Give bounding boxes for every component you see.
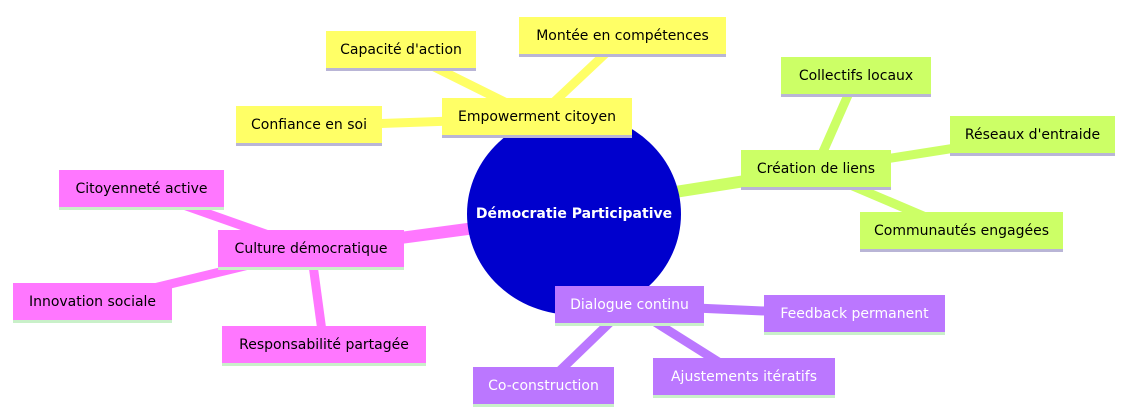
branch-node-culture: Culture démocratique bbox=[218, 230, 404, 270]
leaf-node-label: Innovation sociale bbox=[28, 293, 157, 310]
leaf-node-label: Feedback permanent bbox=[780, 305, 929, 322]
leaf-node-capacite: Capacité d'action bbox=[326, 31, 476, 71]
leaf-node-coconstruction: Co-construction bbox=[473, 367, 614, 407]
leaf-node-confiance: Confiance en soi bbox=[236, 106, 382, 146]
branch-node-empowerment: Empowerment citoyen bbox=[442, 98, 632, 138]
center-node: Démocratie Participative bbox=[467, 113, 681, 315]
leaf-node-label: Citoyenneté active bbox=[75, 180, 208, 197]
branch-node-dialogue: Dialogue continu bbox=[555, 286, 704, 326]
leaf-node-innovation: Innovation sociale bbox=[13, 283, 172, 323]
leaf-node-responsabilite: Responsabilité partagée bbox=[222, 326, 426, 366]
branch-node-creation: Création de liens bbox=[741, 150, 891, 190]
branch-node-label: Culture démocratique bbox=[234, 240, 388, 257]
leaf-node-label: Collectifs locaux bbox=[798, 67, 914, 84]
branch-node-label: Création de liens bbox=[756, 160, 876, 177]
leaf-node-label: Ajustements itératifs bbox=[670, 368, 818, 385]
leaf-node-feedback: Feedback permanent bbox=[764, 295, 945, 335]
leaf-node-label: Communautés engagées bbox=[873, 222, 1050, 239]
leaf-node-label: Réseaux d'entraide bbox=[964, 126, 1101, 143]
leaf-node-collectifs: Collectifs locaux bbox=[781, 57, 931, 97]
branch-node-label: Dialogue continu bbox=[570, 296, 689, 313]
branch-node-label: Empowerment citoyen bbox=[458, 108, 616, 125]
leaf-node-label: Capacité d'action bbox=[340, 41, 462, 58]
leaf-node-label: Co-construction bbox=[488, 377, 599, 394]
leaf-node-montee: Montée en compétences bbox=[519, 17, 726, 57]
leaf-node-ajustements: Ajustements itératifs bbox=[653, 358, 835, 398]
leaf-node-label: Responsabilité partagée bbox=[239, 336, 409, 353]
leaf-node-reseaux: Réseaux d'entraide bbox=[950, 116, 1115, 156]
leaf-node-citoyennete: Citoyenneté active bbox=[59, 170, 224, 210]
leaf-node-label: Confiance en soi bbox=[251, 116, 367, 133]
leaf-node-communautes: Communautés engagées bbox=[860, 212, 1063, 252]
leaf-node-label: Montée en compétences bbox=[536, 27, 709, 44]
center-node-label: Démocratie Participative bbox=[475, 206, 673, 222]
